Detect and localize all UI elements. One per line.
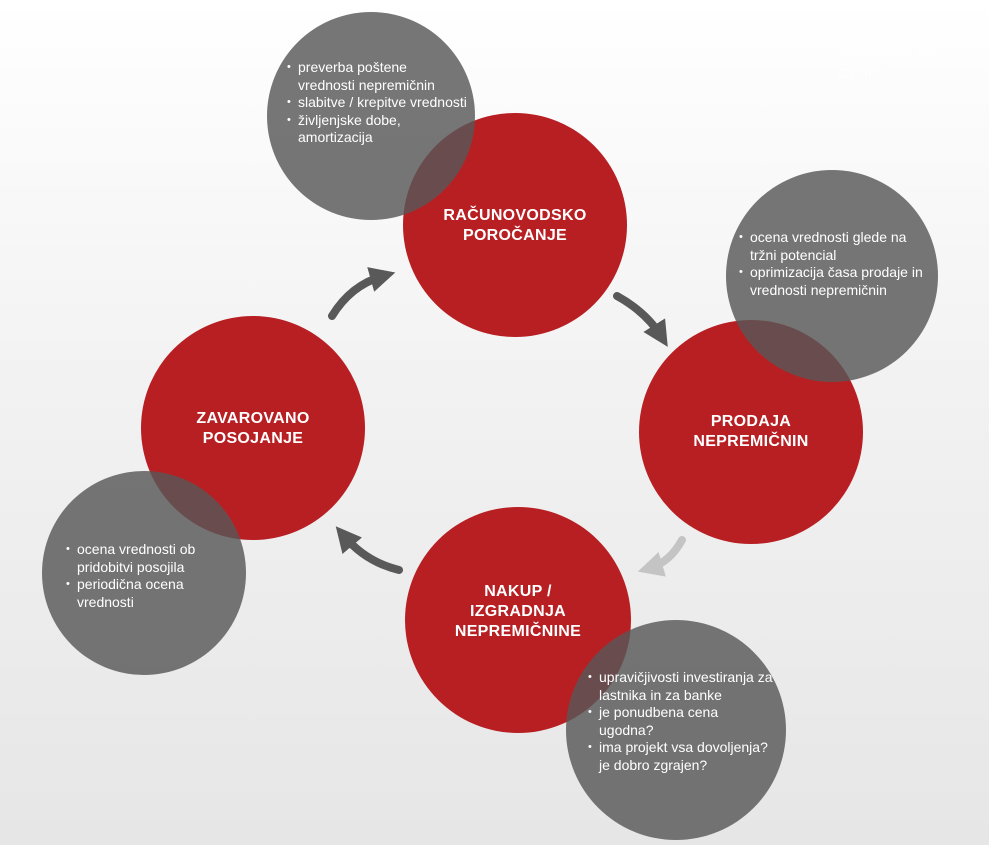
note-nakup-item: upravičjivosti investiranja za lastnika … — [588, 669, 774, 704]
note-prodaja-item: ocena vrednosti glede na tržni potencial — [739, 229, 935, 264]
note-racunovodsko-item: preverba poštene vrednosti nepremičnin — [287, 59, 467, 94]
arrow-nakup-to-zavarovano — [335, 526, 403, 574]
note-nakup-item: je ponudbena cena ugodna? — [588, 704, 774, 739]
note-zavarovano-list: ocena vrednosti ob pridobitvi posojila p… — [66, 541, 226, 611]
node-zavarovano-line-2: POSOJANJE — [202, 430, 304, 447]
node-racunovodsko-line-2: POROČANJE — [462, 227, 568, 244]
node-zavarovano-label: ZAVAROVANO POSOJANJE — [163, 409, 343, 449]
node-racunovodsko-label: RAČUNOVODSKO POROČANJE — [425, 206, 605, 246]
note-nakup-list: upravičjivosti investiranja za lastnika … — [588, 669, 774, 774]
node-zavarovano-circle — [141, 316, 365, 540]
node-nakup-circle — [405, 507, 631, 733]
node-racunovodsko-line-1: RAČUNOVODSKO — [443, 207, 587, 224]
node-nakup-line-1: NAKUP / — [484, 583, 552, 600]
ghost-line-1: Predavatelj ime — [838, 45, 942, 62]
note-racunovodsko-list: preverba poštene vrednosti nepremičnin s… — [287, 59, 467, 147]
note-racunovodsko-item: slabitve / krepitve vrednosti — [287, 94, 467, 112]
node-prodaja-line-2: NEPREMIČNIN — [693, 433, 809, 450]
note-prodaja-list: ocena vrednosti glede na tržni potencial… — [739, 229, 935, 299]
node-nakup-line-2: IZGRADNJA — [469, 603, 567, 620]
arrow-racunovodsko-to-prodaja — [613, 292, 668, 347]
node-prodaja-line-1: PRODAJA — [710, 413, 792, 430]
node-nakup-label: NAKUP / IZGRADNJA NEPREMIČNINE — [428, 582, 608, 642]
ghost-line-2: Cyrillic — [838, 65, 883, 82]
note-nakup-item: ima projekt vsa dovoljenja? je dobro zgr… — [588, 739, 774, 774]
node-zavarovano-line-1: ZAVAROVANO — [196, 410, 310, 427]
note-zavarovano-item: ocena vrednosti ob pridobitvi posojila — [66, 541, 226, 576]
arrow-zavarovano-to-racunovodsko — [328, 267, 396, 320]
header-ghost-text: Predavatelj ime Cyrillic — [838, 44, 989, 84]
note-racunovodsko-item: življenjske dobe, amortizacija — [287, 112, 467, 147]
note-zavarovano-item: periodična ocena vrednosti — [66, 576, 226, 611]
note-prodaja-item: oprimizacija časa prodaje in vrednosti n… — [739, 264, 935, 299]
arrow-prodaja-to-nakup — [637, 536, 686, 577]
node-prodaja-label: PRODAJA NEPREMIČNIN — [661, 412, 841, 452]
node-nakup-line-3: NEPREMIČNINE — [454, 623, 582, 640]
